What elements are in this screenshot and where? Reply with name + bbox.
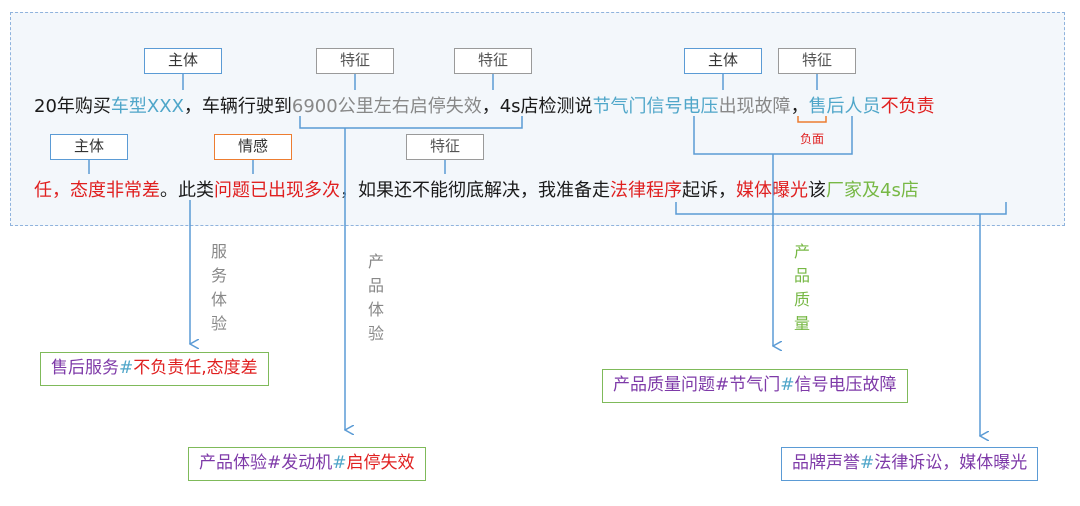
result-segment-2: 法律诉讼，媒体曝光 — [874, 453, 1028, 473]
text-segment-3: ，如果还不能彻底解决，我准备走 — [340, 180, 610, 201]
text-segment-9: 售后人员 — [808, 96, 881, 117]
tag-feature: 特征 — [406, 134, 484, 160]
tag-feature: 特征 — [454, 48, 532, 74]
result-segment-2: 信号电压故障 — [794, 375, 897, 395]
tag-feature: 特征 — [316, 48, 394, 74]
text-segment-7: 该 — [808, 180, 826, 201]
text-segment-6: 媒体曝光 — [736, 180, 808, 201]
flow-label-product-quality: 产品质量 — [793, 242, 810, 333]
text-line-2: 任，态度非常差。此类问题已出现多次，如果还不能彻底解决，我准备走法律程序起诉，媒… — [34, 176, 919, 202]
result-segment-1: # — [860, 453, 875, 473]
tag-subject: 主体 — [144, 48, 222, 74]
tag-sentiment: 情感 — [214, 134, 292, 160]
tag-subject: 主体 — [684, 48, 762, 74]
text-segment-4: 启停失效 — [409, 96, 482, 117]
source-text-panel — [10, 12, 1065, 226]
text-segment-8: ， — [790, 96, 809, 117]
result-brand-reputation: 品牌声誉#法律诉讼，媒体曝光 — [781, 447, 1039, 481]
result-segment-0: 售后服务 — [51, 358, 119, 378]
text-segment-1: 车型XXX — [110, 96, 184, 117]
text-segment-3: 6900公里左右 — [291, 96, 410, 117]
text-segment-8: 厂家及4s店 — [826, 180, 919, 201]
result-segment-2: 不负责任,态度差 — [133, 358, 258, 378]
tag-subject: 主体 — [50, 134, 128, 160]
text-segment-5: ，4s店检测说 — [481, 96, 593, 117]
text-segment-5: 起诉， — [682, 180, 736, 201]
text-segment-4: 法律程序 — [610, 180, 682, 201]
result-product-experience: 产品体验#发动机#启停失效 — [188, 447, 426, 481]
tag-feature: 特征 — [778, 48, 856, 74]
text-segment-10: 不负责 — [880, 96, 935, 117]
result-product-quality: 产品质量问题#节气门#信号电压故障 — [602, 369, 908, 403]
flow-label-product-experience: 产品体验 — [367, 252, 384, 343]
flow-label-service: 服务体验 — [210, 242, 227, 333]
text-segment-0: 20年购买 — [34, 96, 111, 117]
text-segment-2: 问题已出现多次 — [214, 180, 340, 201]
text-segment-0: 任，态度非常差 — [34, 180, 160, 201]
result-segment-1: # — [780, 375, 795, 395]
result-segment-1: # — [119, 358, 134, 378]
negative-label: 负面 — [800, 132, 825, 146]
result-segment-2: 启停失效 — [346, 453, 415, 473]
result-segment-1: # — [332, 453, 347, 473]
result-segment-0: 品牌声誉 — [792, 453, 860, 473]
text-segment-2: ，车辆行驶到 — [183, 96, 292, 117]
result-segment-0: 产品体验#发动机 — [199, 453, 333, 473]
text-segment-6: 节气门信号电压 — [592, 96, 719, 117]
text-segment-7: 出现故障 — [718, 96, 791, 117]
result-segment-0: 产品质量问题#节气门 — [613, 375, 781, 395]
text-segment-1: 。此类 — [160, 180, 214, 201]
text-line-1: 20年购买车型XXX，车辆行驶到6900公里左右启停失效，4s店检测说节气门信号… — [34, 92, 935, 118]
result-service: 售后服务#不负责任,态度差 — [40, 352, 269, 386]
